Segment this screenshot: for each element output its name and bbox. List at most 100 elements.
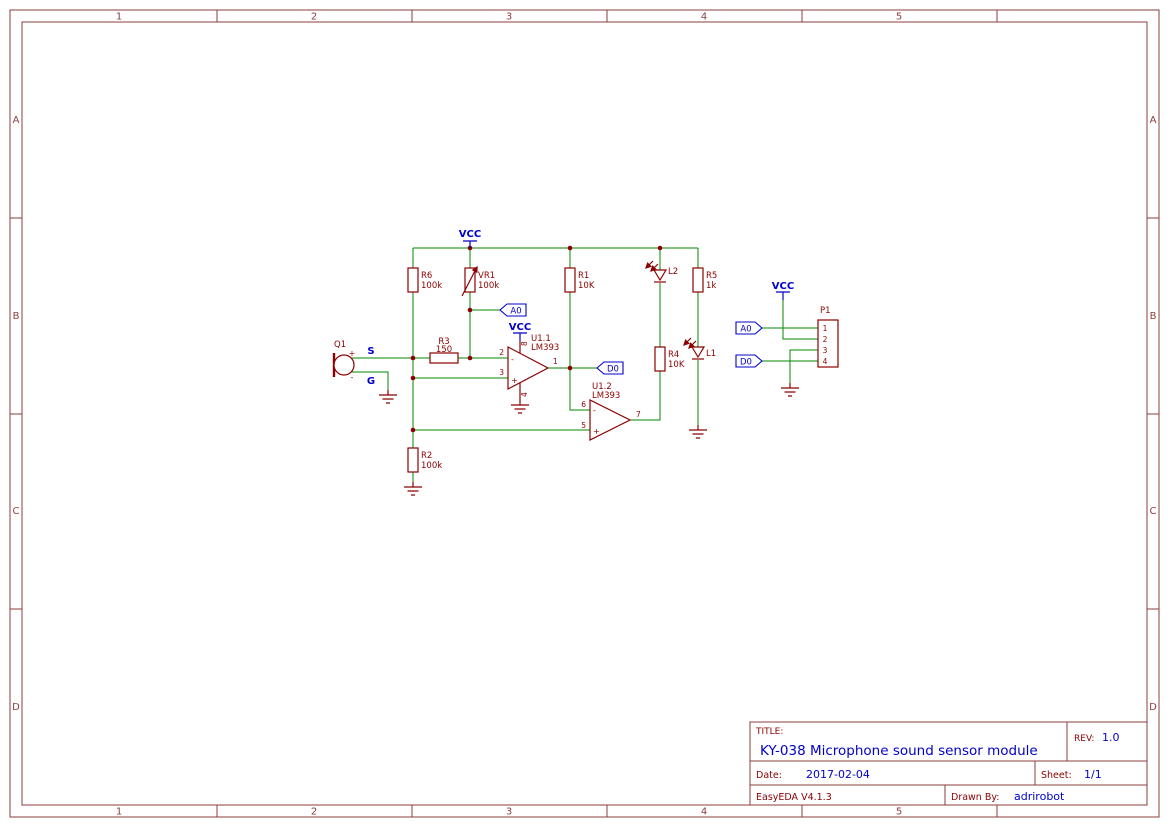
component-ref: L2	[668, 267, 678, 277]
component-q1-microphone[interactable]: Q1 + - S G	[332, 340, 375, 387]
component-r4[interactable]: R4 10K	[654, 346, 685, 372]
netflag-label: D0	[607, 365, 619, 375]
component-ref: R6	[421, 271, 432, 281]
ruler-row-label: B	[1150, 311, 1157, 322]
pin-number: 5	[581, 421, 586, 430]
wire	[789, 349, 818, 383]
title-block-grid	[750, 722, 1147, 805]
component-p1-header[interactable]: P1 1 2 3 4	[817, 306, 839, 368]
component-value: 100k	[478, 281, 499, 291]
component-value: 10K	[578, 281, 595, 291]
net-flag-a0-right[interactable]: A0	[735, 321, 763, 335]
mic-body	[333, 354, 355, 376]
net-flag-d0-left[interactable]: D0	[596, 361, 624, 375]
junction-dot	[467, 355, 473, 361]
component-r5[interactable]: R5 1k	[692, 267, 717, 293]
junction-dot	[410, 427, 416, 433]
net-flag-d0-right[interactable]: D0	[735, 354, 763, 368]
component-r6[interactable]: R6 100k	[407, 267, 442, 293]
component-u1b-comparator[interactable]: U1.2 LM393 6 5 7 - +	[581, 382, 641, 441]
component-vr1[interactable]: VR1 100k	[461, 265, 499, 297]
input-minus-mark: -	[593, 406, 596, 415]
wire	[351, 371, 389, 390]
component-ref: R3	[438, 337, 449, 347]
vcc-symbol	[776, 291, 790, 300]
pin-number: 7	[636, 410, 641, 419]
date-value: 2017-02-04	[806, 768, 870, 781]
netflag-shape	[735, 354, 763, 368]
ruler-col-label: 3	[506, 807, 512, 818]
power-flag-vcc-main[interactable]: VCC	[459, 229, 481, 248]
pin-number: 1	[823, 324, 828, 333]
netflag-shape	[499, 303, 527, 317]
component-l2-led[interactable]: L2	[645, 260, 678, 283]
junction-dot	[567, 365, 573, 371]
vcc-label: VCC	[509, 322, 531, 333]
pin-number: 2	[823, 335, 828, 344]
component-value: 100k	[421, 461, 442, 471]
resistor-body	[407, 267, 419, 293]
title-label: TITLE:	[755, 727, 783, 737]
input-plus-mark: +	[593, 427, 600, 436]
ruler-row-label: C	[13, 506, 20, 517]
drawn-by-value: adrirobot	[1014, 790, 1065, 803]
component-ref: R4	[668, 350, 679, 360]
opamp-triangle	[589, 399, 632, 441]
component-r1[interactable]: R1 10K	[564, 267, 595, 293]
title-block: TITLE: KY-038 Microphone sound sensor mo…	[749, 721, 1148, 806]
netflag-label: A0	[740, 325, 751, 335]
ruler-col-label: 1	[116, 12, 122, 23]
component-value: 1k	[706, 281, 716, 291]
ruler-col-label: 2	[311, 807, 317, 818]
component-value: 100k	[421, 281, 442, 291]
ground-icon	[781, 383, 799, 397]
pin-number: 1	[553, 357, 558, 366]
vcc-label: VCC	[459, 229, 481, 240]
drawn-by-label: Drawn By:	[951, 792, 1000, 803]
input-minus-mark: -	[511, 355, 514, 364]
led-light-arrow	[645, 260, 654, 269]
resistor-body	[564, 267, 576, 293]
wire	[630, 371, 661, 421]
date-label: Date:	[756, 770, 782, 781]
pin-number: 3	[823, 346, 828, 355]
polarity-plus: +	[349, 349, 356, 358]
ruler-col-label: 4	[701, 12, 707, 23]
component-r2[interactable]: R2 100k	[407, 447, 442, 473]
net-flag-a0-left[interactable]: A0	[499, 303, 527, 317]
netflag-label: A0	[510, 307, 521, 317]
vcc-symbol	[463, 240, 477, 248]
ruler-col-label: 5	[896, 807, 902, 818]
component-l1-led[interactable]: L1	[683, 337, 716, 360]
component-ref: P1	[820, 306, 831, 316]
opamp-triangle	[507, 346, 550, 390]
ruler-col-label: 5	[896, 12, 902, 23]
led-triangle	[690, 346, 706, 359]
power-flag-vcc-u1a[interactable]: VCC	[509, 322, 531, 341]
sheet-frame: 1 2 3 4 5 1 2 3 4 5 A B C D A B C D	[9, 9, 1160, 818]
power-flag-vcc-p1[interactable]: VCC	[772, 281, 794, 300]
component-ref: R1	[578, 271, 589, 281]
ruler-row-label: A	[13, 115, 20, 126]
ground-symbols[interactable]	[379, 383, 799, 496]
component-u1a-comparator[interactable]: U1.1 LM393 2 3 1 8 4 - +	[499, 334, 559, 400]
polarity-minus: -	[351, 373, 354, 382]
pin-number: 2	[499, 348, 504, 357]
led-light-arrow	[650, 263, 659, 272]
component-ref: R2	[421, 451, 432, 461]
wire-layer[interactable]	[351, 247, 818, 482]
component-r3[interactable]: R3 150	[429, 337, 459, 364]
pin-number: 4	[823, 357, 828, 366]
ground-icon	[404, 482, 422, 496]
potentiometer-wiper-arrow	[461, 265, 478, 297]
ruler-row-label: B	[13, 311, 20, 322]
component-ref: R5	[706, 271, 717, 281]
tool-version: EasyEDA V4.1.3	[756, 792, 832, 803]
junction-dot	[410, 355, 416, 361]
component-ref: VR1	[478, 271, 495, 281]
frame-ticks-bottom	[216, 805, 998, 817]
sheet-value: 1/1	[1084, 768, 1102, 781]
junction-dot	[410, 375, 416, 381]
vcc-symbol	[513, 332, 527, 341]
component-ref: U1.2	[592, 382, 612, 392]
